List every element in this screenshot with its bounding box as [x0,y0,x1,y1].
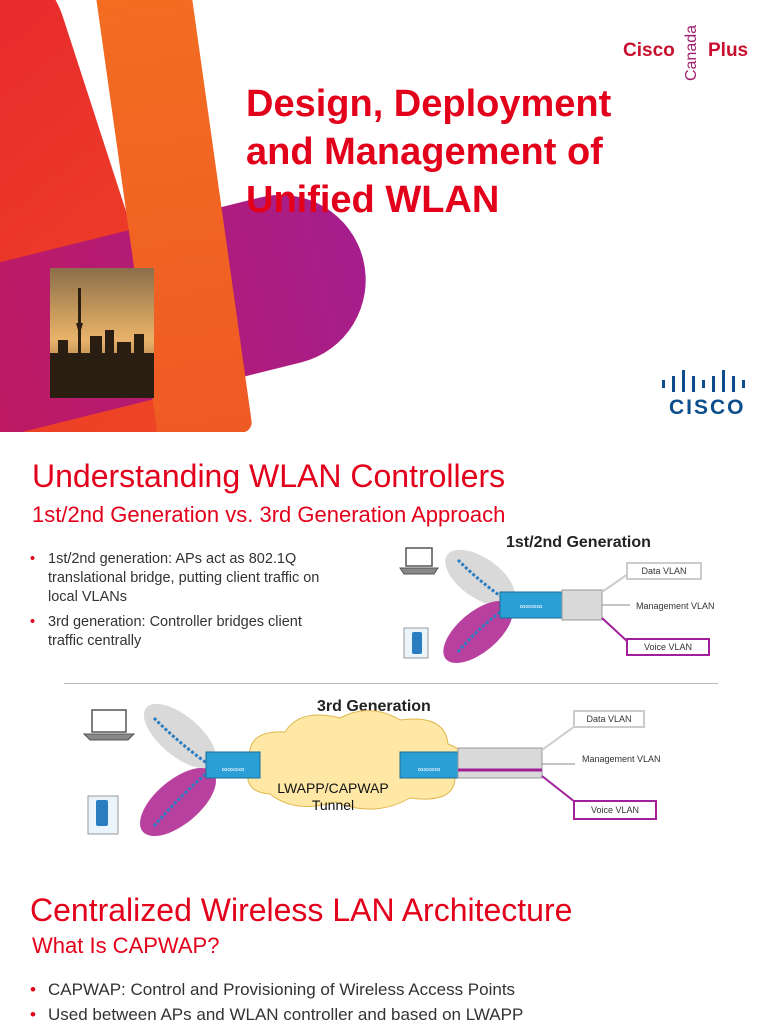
diagram-third-generation: 3rd Generation ∞∞∞∞ ∞∞∞∞ LWAPP LWAPP/CAP… [70,692,720,852]
network-diagram-graphic: ∞∞∞∞ [399,547,630,664]
lwapp-tag: LWAPP [229,739,254,746]
title-slide: Design, Deployment and Management of Uni… [0,0,768,432]
slide2-bullet-list: 1st/2nd generation: APs act as 802.1Q tr… [30,550,320,651]
bullet-item: 1st/2nd generation: APs act as 802.1Q tr… [30,550,320,607]
management-vlan-label: Management VLAN [636,601,715,611]
voice-vlan-box: Voice VLAN [626,638,710,656]
management-vlan-label: Management VLAN [582,754,661,764]
brand-plus-text: Plus [708,40,749,61]
data-vlan-box: Data VLAN [626,562,702,580]
slide3-bullet-list: CAPWAP: Control and Provisioning of Wire… [30,977,750,1027]
tunnel-label: LWAPP/CAPWAP Tunnel [277,780,389,813]
skyline-silhouette-icon [50,288,154,398]
svg-text:∞∞∞∞: ∞∞∞∞ [222,765,245,774]
diagram-heading: 3rd Generation [317,698,431,715]
voice-vlan-box: Voice VLAN [573,800,657,820]
slide3-subtitle: What Is CAPWAP? [32,933,220,958]
bullet-item: 3rd generation: Controller bridges clien… [30,613,320,651]
slide3-title: Centralized Wireless LAN Architecture [30,892,573,928]
laptop-icon [399,547,439,575]
toronto-skyline-photo [50,268,154,398]
laptop-icon [82,709,136,741]
data-vlan-box: Data VLAN [573,710,645,728]
network-diagram-graphic: ∞∞∞∞ ∞∞∞∞ [82,703,576,837]
cisco-logo-text: CISCO [669,396,746,419]
phone-icon [403,627,429,659]
cisco-bars-icon [662,370,745,392]
bullet-item: CAPWAP: Control and Provisioning of Wire… [30,977,750,1002]
slide2-title: Understanding WLAN Controllers [32,458,506,494]
diagram-heading: 1st/2nd Generation [506,534,651,551]
bullet-item: Used between APs and WLAN controller and… [30,1002,750,1027]
svg-text:∞∞∞∞: ∞∞∞∞ [520,602,543,611]
brand-canada-text: Canada [683,24,700,82]
presentation-title: Design, Deployment and Management of Uni… [246,83,612,221]
diagram-divider [64,683,718,684]
phone-icon [87,795,119,835]
brand-cisco-text: Cisco [623,40,675,61]
diagram-first-second-generation: 1st/2nd Generation ∞∞∞∞ Data VLAN Manage… [390,530,720,675]
slide2-subtitle: 1st/2nd Generation vs. 3rd Generation Ap… [32,502,506,527]
svg-text:∞∞∞∞: ∞∞∞∞ [418,765,441,774]
